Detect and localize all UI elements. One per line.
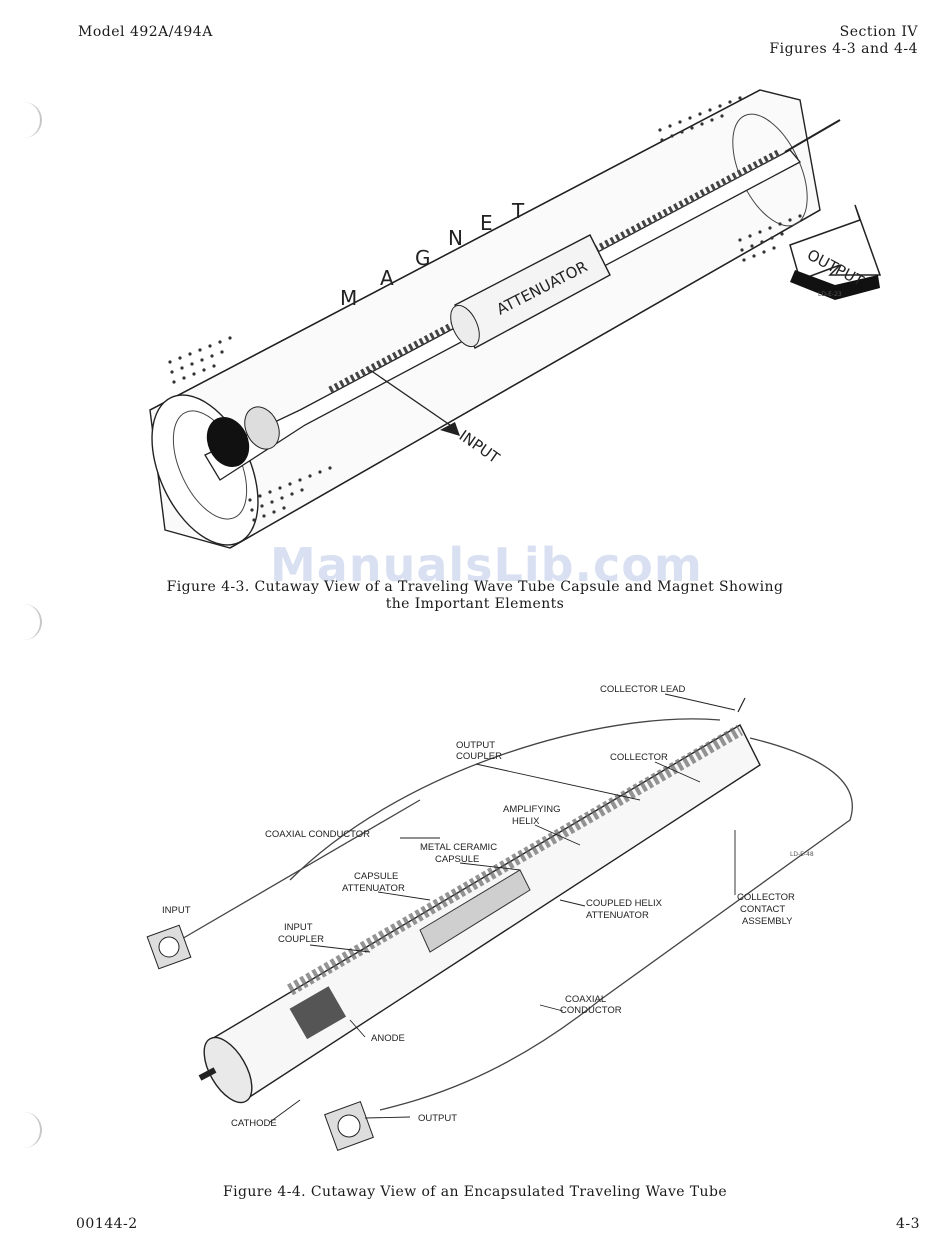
anode-label: ANODE (371, 1033, 405, 1044)
magnet-perforations (168, 96, 802, 522)
coupled-helix-attenuator-label: ATTENUATOR (586, 910, 649, 921)
caption-line: Figure 4-3. Cutaway View of a Traveling … (166, 579, 784, 595)
figure-code: LD-E-23 (818, 291, 842, 298)
collector-lead-wire (179, 697, 853, 1111)
metal-ceramic-capsule-label: CAPSULE (435, 854, 479, 865)
magnet-letter: M (340, 286, 357, 310)
output-coupler-label: OUTPUT (456, 740, 495, 751)
caption-line: the Important Elements (385, 596, 565, 612)
figures-reference: Figures 4-3 and 4-4 (769, 41, 918, 57)
twt-tube-body (198, 724, 761, 1104)
cathode-label: CATHODE (231, 1118, 277, 1129)
figure-4-3-illustration: ATTENUATOR M A G N E T OUTPUT LD-E-23 IN… (149, 89, 882, 549)
model-header: Model 492A/494A (78, 24, 213, 40)
binder-hole-mark (20, 604, 42, 640)
coaxial-conductor-label: COAXIAL CONDUCTOR (265, 829, 370, 840)
input-coupler-label: INPUT (284, 922, 313, 933)
collector-contact-assembly-label: ASSEMBLY (742, 916, 793, 927)
coaxial-conductor-label: CONDUCTOR (560, 1005, 622, 1016)
magnet-letter: A (380, 266, 394, 290)
output-connector (324, 1101, 374, 1151)
figure-4-4-caption: Figure 4-4. Cutaway View of an Encapsula… (222, 1184, 728, 1200)
section-title: Section IV (839, 24, 918, 40)
magnet-letter: T (511, 199, 525, 223)
figure-code: LD-E-48 (790, 851, 814, 858)
output-label: OUTPUT (418, 1113, 457, 1124)
figure-4-3-caption: Figure 4-3. Cutaway View of a Traveling … (0, 579, 950, 613)
figure-4-4-illustration: COLLECTOR LEAD OUTPUT COUPLER COLLECTOR … (146, 684, 853, 1151)
section-header: Section IV Figures 4-3 and 4-4 (769, 24, 918, 58)
coaxial-conductor-label: COAXIAL (565, 994, 606, 1005)
magnet-letter: N (448, 226, 463, 250)
magnet-lettering: M A G N E T (340, 199, 525, 310)
figure-4-4-labels: COLLECTOR LEAD OUTPUT COUPLER COLLECTOR … (162, 684, 814, 1129)
capsule-attenuator-label: CAPSULE (354, 871, 398, 882)
page-number: 4-3 (895, 1216, 920, 1232)
input-label: INPUT (456, 427, 504, 468)
amplifying-helix-label: HELIX (512, 816, 540, 827)
output-coupler-label: COUPLER (456, 751, 502, 762)
capsule-attenuator-label: ATTENUATOR (342, 883, 405, 894)
input-connector (146, 924, 192, 970)
collector-label: COLLECTOR (610, 752, 668, 763)
collector-contact-assembly-label: CONTACT (740, 904, 785, 915)
magnet-letter: E (480, 211, 493, 235)
binder-hole-mark (20, 102, 42, 138)
input-coupler-label: COUPLER (278, 934, 324, 945)
magnet-letter: G (415, 246, 431, 270)
leader-lines (269, 693, 736, 1123)
amplifying-helix-label: AMPLIFYING (503, 804, 561, 815)
collector-contact-assembly-label: COLLECTOR (737, 892, 795, 903)
binder-hole-mark (20, 1112, 42, 1148)
metal-ceramic-capsule-label: METAL CERAMIC (420, 842, 497, 853)
output-arrow: OUTPUT LD-E-23 (789, 204, 882, 300)
collector-lead-label: COLLECTOR LEAD (600, 684, 685, 695)
watermark: ManualsLib.com (270, 538, 703, 592)
input-label: INPUT (162, 905, 191, 916)
document-number: 00144-2 (76, 1216, 138, 1232)
coupled-helix-attenuator-label: COUPLED HELIX (586, 898, 663, 909)
